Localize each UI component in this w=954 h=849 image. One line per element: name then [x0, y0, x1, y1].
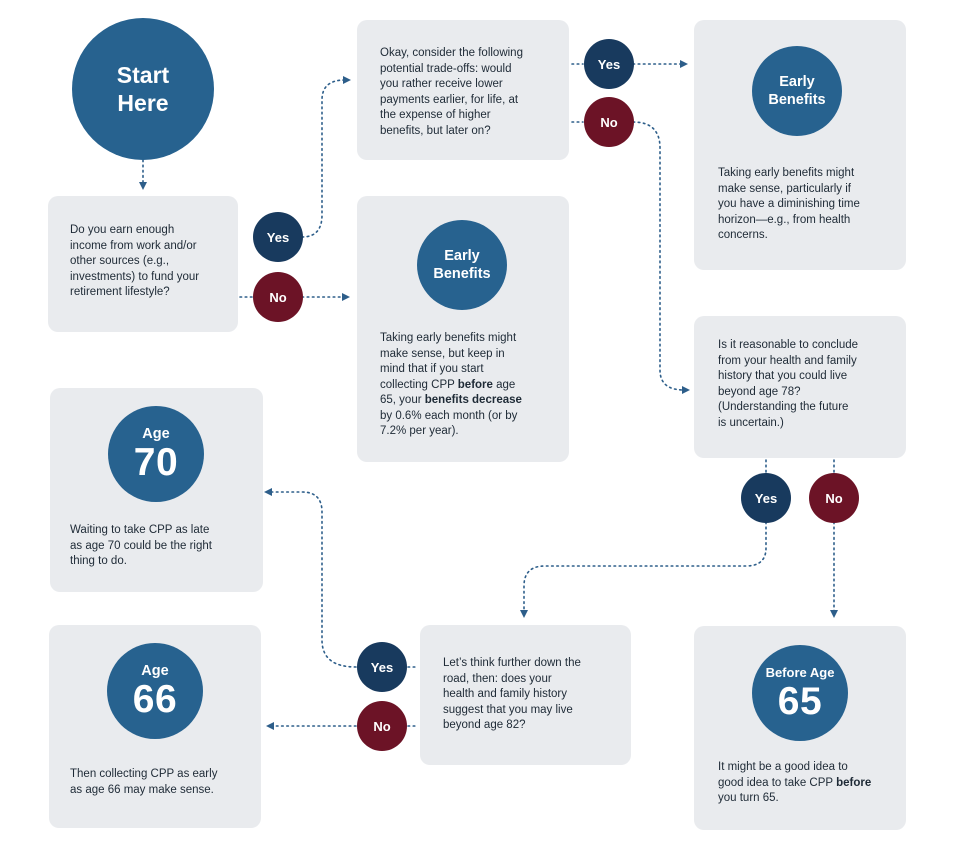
q4-no-pill: No [357, 701, 407, 751]
connector-q2-no-to-q3 [632, 121, 690, 394]
question-live-82-text: Let’s think further down the road, then:… [443, 657, 581, 731]
start-line1: Start [116, 62, 170, 88]
age-70-circle: Age 70 [108, 406, 204, 502]
age-66-circle: Age 66 [107, 643, 203, 739]
early-benefits-right-line1: Early [779, 74, 815, 90]
q1-yes-pill: Yes [253, 212, 303, 262]
q2-no-pill: No [584, 97, 634, 147]
q1-no-pill: No [253, 272, 303, 322]
connector-q1-yes-to-q2 [301, 76, 351, 238]
question-live-78-box [694, 316, 906, 458]
early-benefits-middle-circle: Early Benefits [417, 220, 507, 310]
connector-q4-yes-to-age70 [264, 488, 357, 668]
early-benefits-middle-line2: Benefits [433, 266, 491, 282]
age-70-label: Age [142, 426, 170, 442]
age-66-label: Age [141, 663, 169, 679]
early-benefits-right-text: Taking early benefits might make sense, … [718, 167, 860, 241]
q4-yes-pill: Yes [357, 642, 407, 692]
early-benefits-right-line2: Benefits [768, 92, 826, 108]
early-benefits-right-circle: Early Benefits [752, 46, 842, 136]
early-benefits-middle-text: Taking early benefits might make sense, … [380, 332, 522, 437]
question-tradeoffs-box [357, 20, 569, 160]
age-70-number: 70 [133, 441, 179, 484]
before-65-text: It might be a good idea to good idea to … [718, 761, 872, 804]
before-65-circle: Before Age 65 [752, 645, 848, 741]
question-live-82-box [420, 625, 631, 765]
question-tradeoffs-text: Okay, consider the following potential t… [380, 47, 523, 137]
question-live-78-text: Is it reasonable to conclude from your h… [718, 339, 859, 429]
early-benefits-middle-line1: Early [444, 248, 480, 264]
start-line2: Here [117, 90, 169, 116]
before-65-number: 65 [777, 680, 823, 723]
start-circle: Start Here [72, 18, 214, 160]
age-70-text: Waiting to take CPP as late as age 70 co… [70, 524, 212, 567]
connector-q3-yes-to-q4 [520, 521, 767, 618]
question-income-text: Do you earn enough income from work and/… [70, 224, 200, 298]
q2-yes-pill: Yes [584, 39, 634, 89]
question-income-box [48, 196, 238, 332]
q3-no-pill: No [809, 473, 859, 523]
age-66-text: Then collecting CPP as early as age 66 m… [70, 768, 218, 796]
age-66-number: 66 [132, 678, 178, 721]
q3-yes-pill: Yes [741, 473, 791, 523]
before-65-label: Before Age [765, 665, 835, 680]
